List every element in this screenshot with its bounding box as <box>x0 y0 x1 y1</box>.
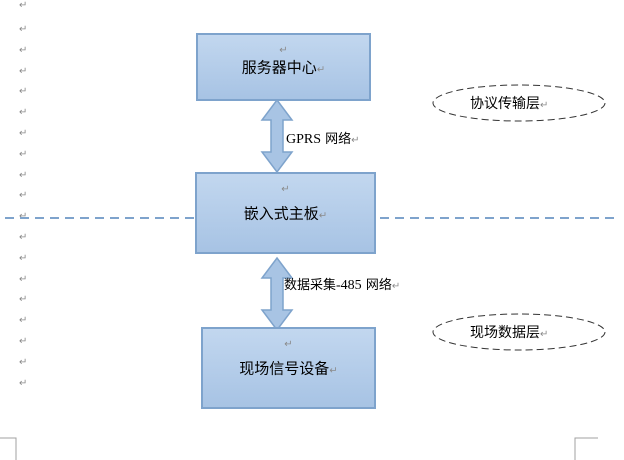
paragraph-mark: ↵ <box>19 211 28 222</box>
edge-label-485: 数据采集-485 网络↵ <box>284 278 401 293</box>
paragraph-mark: ↵ <box>19 336 28 347</box>
paragraph-mark: ↵ <box>19 107 28 118</box>
paragraph-mark: ↵ <box>19 149 28 160</box>
paragraph-mark: ↵ <box>19 45 28 56</box>
paragraph-mark: ↵ <box>19 170 28 181</box>
double-arrow-icon <box>260 256 294 332</box>
paragraph-mark: ↵ <box>19 128 28 139</box>
layer-label-field: 现场数据层↵ <box>470 325 549 341</box>
node-embedded-board[interactable]: ↵ 嵌入式主板↵ <box>195 172 376 254</box>
paragraph-mark: ↵ <box>19 66 28 77</box>
edge-label-gprs: GPRS 网络↵ <box>286 132 360 147</box>
layer-ellipse-field <box>432 313 606 351</box>
node-label: 现场信号设备↵ <box>239 359 338 378</box>
node-field-device[interactable]: ↵ 现场信号设备↵ <box>201 327 376 409</box>
paragraph-mark: ↵ <box>316 64 326 76</box>
paragraph-mark: ↵ <box>19 24 28 35</box>
layer-ellipse-protocol <box>432 84 606 122</box>
paragraph-mark: ↵ <box>19 315 28 326</box>
paragraph-mark: ↵ <box>19 253 28 264</box>
paragraph-mark: ↵ <box>318 210 328 222</box>
paragraph-mark: ↵ <box>19 232 28 243</box>
paragraph-mark: ↵ <box>284 339 293 350</box>
paragraph-mark: ↵ <box>19 190 28 201</box>
crop-mark-left <box>0 437 17 460</box>
paragraph-mark: ↵ <box>279 45 288 56</box>
paragraph-mark: ↵ <box>19 274 28 285</box>
paragraph-mark: ↵ <box>391 281 401 292</box>
node-server-center[interactable]: ↵ 服务器中心↵ <box>196 33 371 101</box>
paragraph-mark: ↵ <box>329 365 338 377</box>
paragraph-mark: ↵ <box>19 357 28 368</box>
paragraph-mark: ↵ <box>19 294 28 305</box>
paragraph-mark: ↵ <box>540 100 549 111</box>
node-label: 服务器中心↵ <box>241 58 326 77</box>
paragraph-mark: ↵ <box>351 135 360 146</box>
paragraph-mark: ↵ <box>19 86 28 97</box>
layer-label-protocol: 协议传输层↵ <box>470 96 549 112</box>
paragraph-mark: ↵ <box>540 329 549 340</box>
paragraph-mark: ↵ <box>281 184 290 195</box>
paragraph-mark: ↵ <box>19 0 28 11</box>
crop-mark-right <box>574 437 598 460</box>
node-label: 嵌入式主板↵ <box>243 204 328 223</box>
paragraph-mark: ↵ <box>19 378 28 389</box>
